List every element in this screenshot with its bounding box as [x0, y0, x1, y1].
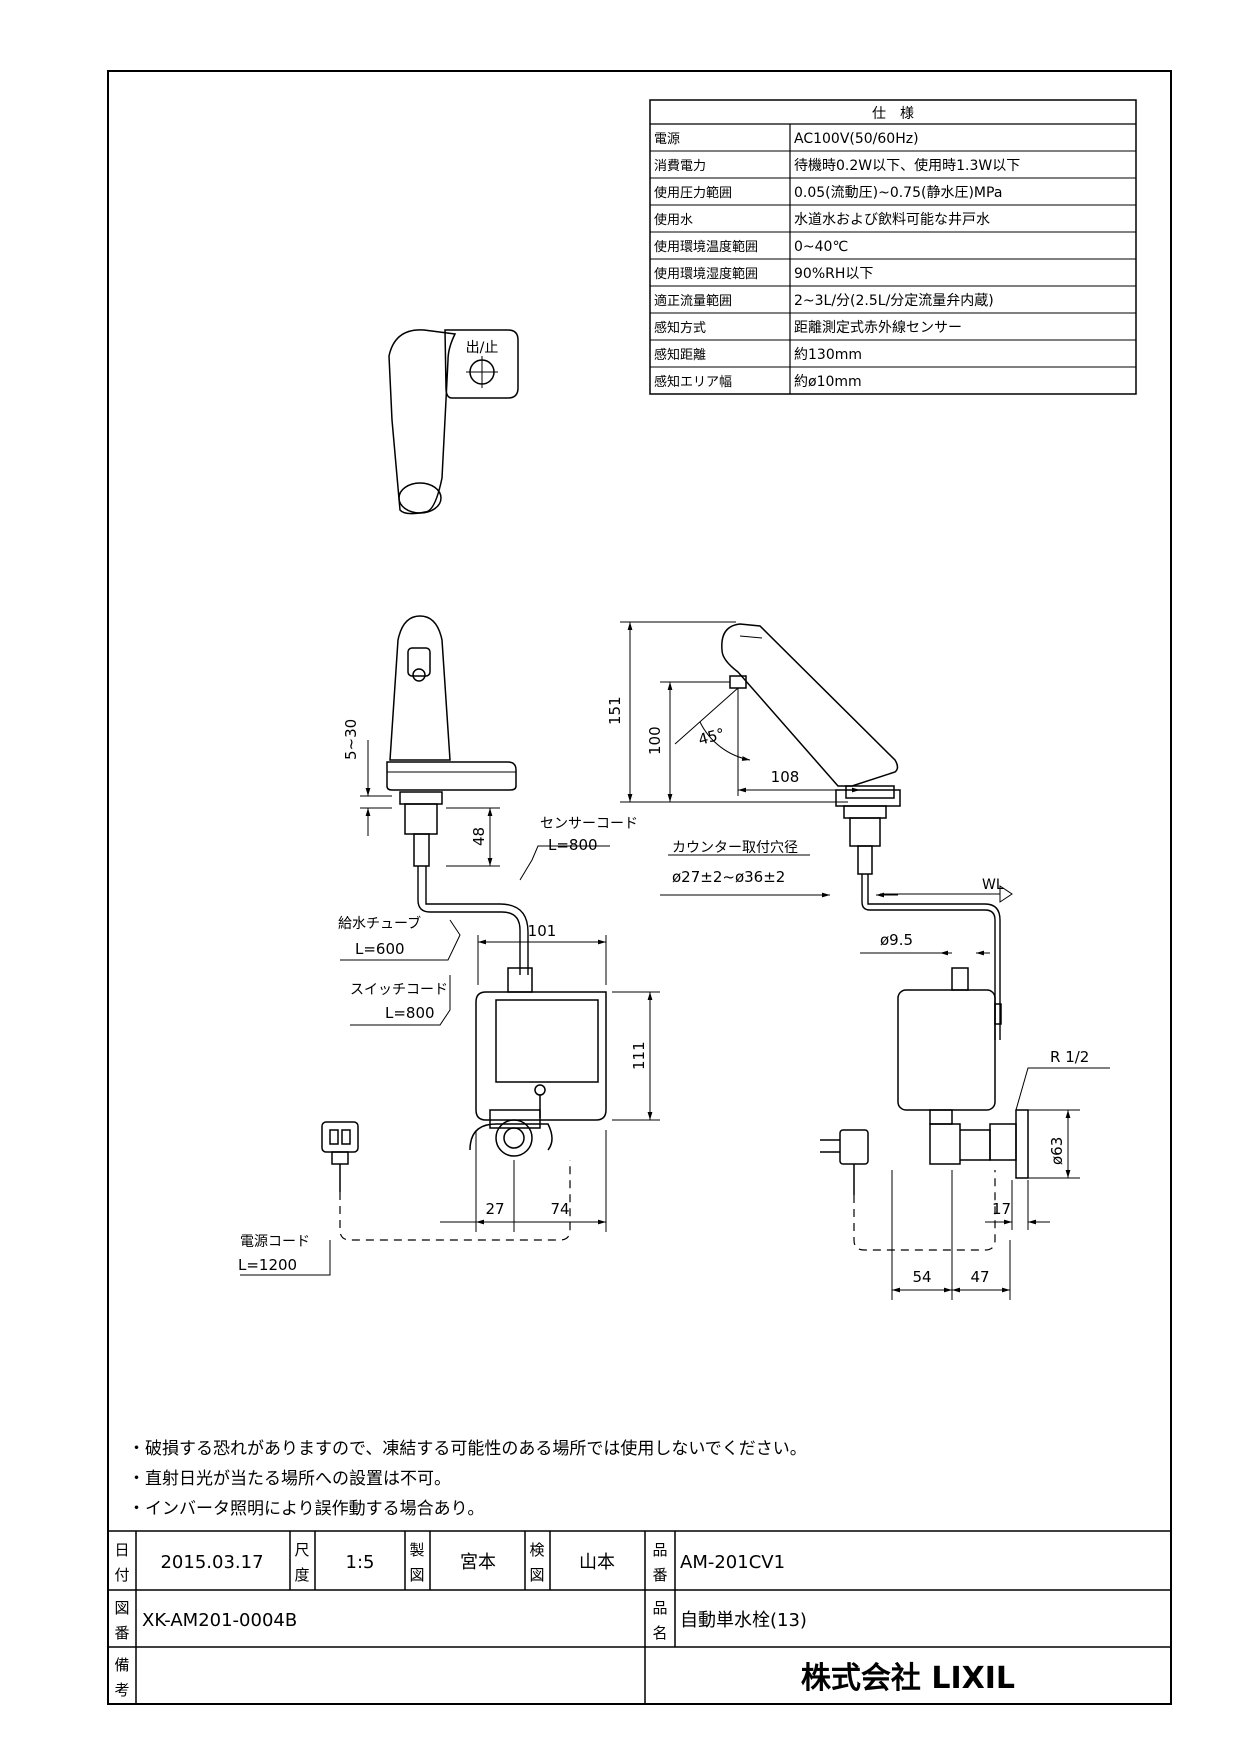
product-no-label-2: 番: [652, 1566, 667, 1584]
product-name-label: 品: [652, 1599, 667, 1617]
scale-label: 尺: [294, 1541, 309, 1559]
spec-value: 約ø10mm: [794, 374, 862, 390]
side-view: [721, 623, 1029, 1251]
side-dimensions: [620, 621, 1110, 1300]
spec-key: 感知方式: [654, 320, 706, 336]
switch-cord-length: L=800: [385, 1004, 435, 1022]
spec-value: 0~40℃: [794, 239, 848, 255]
supply-tube-length: L=600: [355, 940, 405, 958]
checked-label-2: 図: [529, 1566, 544, 1584]
drawing-no-label: 図: [114, 1599, 129, 1617]
product-name-value: 自動単水栓(13): [680, 1610, 807, 1631]
spec-key: 消費電力: [654, 159, 706, 174]
date-label-2: 付: [114, 1566, 129, 1584]
spec-key: 感知距離: [654, 347, 706, 363]
spec-value: 0.05(流動圧)~0.75(静水圧)MPa: [794, 185, 1002, 201]
front-view: [321, 615, 607, 1241]
counter-hole-label: カウンター取付穴径: [672, 840, 798, 856]
spec-value: 約130mm: [794, 347, 862, 363]
title-block: [108, 1530, 1171, 1704]
note-1: ・破損する恐れがありますので、凍結する可能性のある場所では使用しないでください。: [128, 1438, 807, 1459]
drawn-label: 製: [409, 1541, 424, 1559]
power-cord-label: 電源コード: [240, 1234, 310, 1250]
spec-title: 仕 様: [872, 106, 914, 122]
drawing-no-value: XK-AM201-0004B: [142, 1610, 297, 1631]
power-cord-length: L=1200: [238, 1256, 297, 1274]
dim-17: 17: [992, 1200, 1011, 1218]
remarks-label: 備: [114, 1656, 129, 1674]
top-view: [388, 329, 519, 515]
dim-111: 111: [630, 1041, 648, 1070]
dim-108: 108: [771, 768, 800, 786]
remarks-label-2: 考: [114, 1681, 129, 1699]
title-block-texts: 日 付 2015.03.17 尺 度 1:5 製 図 宮本 検 図 山本 品 番…: [114, 1541, 1015, 1699]
dim-63: ø63: [1048, 1137, 1066, 1165]
spec-key: 使用環境温度範囲: [654, 239, 758, 255]
dim-101: 101: [528, 922, 557, 940]
spec-value: 90%RH以下: [794, 266, 873, 282]
date-label: 日: [114, 1541, 129, 1559]
product-no-label: 品: [652, 1541, 667, 1559]
drawing-no-label-2: 番: [114, 1624, 129, 1642]
wl-label: WL: [982, 877, 1004, 893]
spec-value: AC100V(50/60Hz): [794, 131, 919, 147]
company-logo: 株式会社 LIXIL: [801, 1661, 1015, 1696]
dim-48: 48: [470, 827, 488, 846]
drawn-value: 宮本: [460, 1552, 496, 1573]
dim-74: 74: [550, 1200, 569, 1218]
dim-45: 45°: [696, 725, 726, 749]
spec-value: 水道水および飲料可能な井戸水: [794, 212, 990, 228]
spec-table: 仕 様 電源 AC100V(50/60Hz) 消費電力 待機時0.2W以下、使用時1.…: [649, 99, 1137, 395]
dim-54: 54: [912, 1268, 931, 1286]
spec-key: 使用水: [654, 212, 693, 228]
spec-key: 電源: [654, 132, 680, 147]
spec-value: 2~3L/分(2.5L/分定流量弁内蔵): [794, 293, 994, 309]
dim-27: 27: [485, 1200, 504, 1218]
button-label: 出/止: [466, 340, 499, 356]
side-dimension-texts: 151 100 45° 108 カウンター取付穴径 ø27±2~ø36±2 WL…: [606, 696, 1089, 1286]
spec-value: 待機時0.2W以下、使用時1.3W以下: [794, 157, 1020, 174]
sheet-border: [107, 70, 1172, 1705]
r-half-label: R 1/2: [1050, 1048, 1089, 1066]
date-value: 2015.03.17: [160, 1552, 263, 1573]
scale-value: 1:5: [346, 1552, 375, 1573]
dim-100: 100: [646, 726, 664, 755]
drawn-label-2: 図: [409, 1566, 424, 1584]
checked-label: 検: [529, 1541, 544, 1559]
dim-47: 47: [970, 1268, 989, 1286]
spec-key: 使用圧力範囲: [654, 185, 732, 201]
spec-key: 適正流量範囲: [654, 293, 732, 309]
product-no-value: AM-201CV1: [680, 1552, 785, 1573]
dim-9-5: ø9.5: [880, 931, 913, 949]
counter-hole-dim: ø27±2~ø36±2: [672, 868, 785, 886]
checked-value: 山本: [579, 1552, 615, 1573]
spec-key: 感知エリア幅: [654, 374, 732, 390]
scale-label-2: 度: [294, 1566, 309, 1584]
spec-value: 距離測定式赤外線センサー: [794, 319, 962, 336]
note-3: ・インバータ照明により誤作動する場合あり。: [128, 1499, 484, 1519]
front-dimensions: [240, 740, 660, 1276]
dim-151: 151: [606, 696, 624, 725]
switch-cord-label: スイッチコード: [350, 982, 448, 998]
spec-key: 使用環境湿度範囲: [654, 266, 758, 282]
dim-5-30: 5~30: [342, 719, 360, 760]
supply-tube-label: 給水チューブ: [338, 915, 421, 932]
sensor-cord-label: センサーコード: [540, 816, 638, 832]
front-dimension-texts: 5~30 48 101 111 27 74 センサーコード L=800 給水チュ…: [238, 719, 648, 1274]
product-name-label-2: 名: [652, 1624, 667, 1642]
sensor-cord-length: L=800: [548, 836, 598, 854]
note-2: ・直射日光が当たる場所への設置は不可。: [128, 1469, 451, 1489]
